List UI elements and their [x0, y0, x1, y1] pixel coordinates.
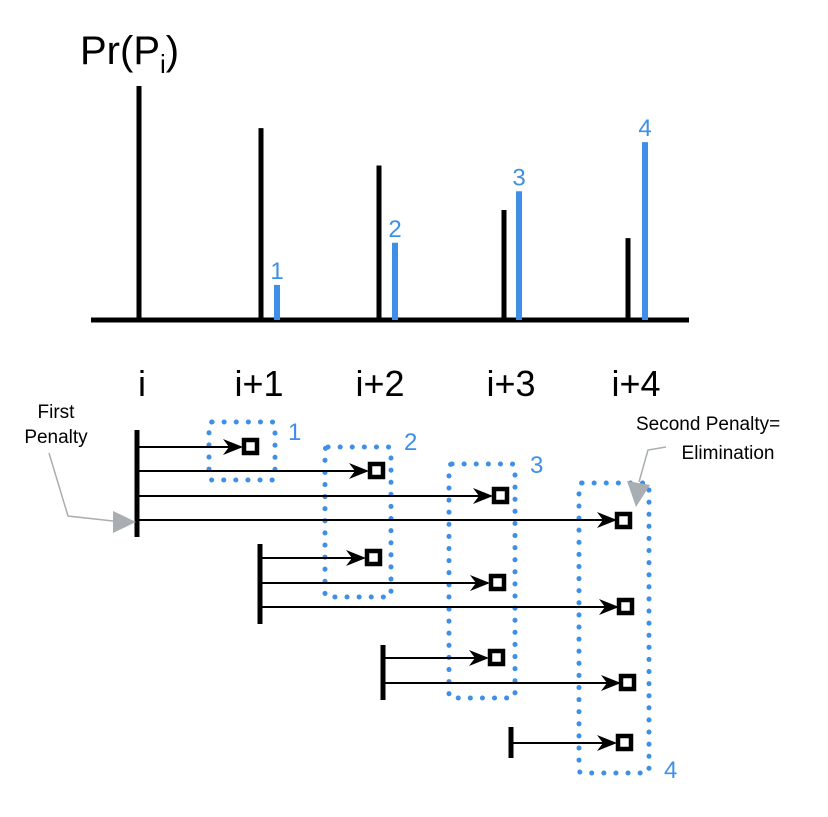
- end-square: [614, 511, 633, 530]
- group-box-4: [576, 480, 652, 776]
- end-squares: [241, 437, 637, 752]
- end-square: [491, 486, 510, 505]
- group-boxes: [206, 419, 652, 776]
- second-penalty-arrowhead: [627, 481, 650, 507]
- bar-label-4: 4: [638, 115, 651, 142]
- end-square: [364, 548, 383, 567]
- group-box-2: [322, 444, 394, 600]
- bar-label-3: 3: [512, 164, 525, 191]
- group-label-3: 3: [530, 452, 543, 479]
- group-label-2: 2: [404, 429, 417, 456]
- first-penalty-arrowhead: [113, 511, 136, 533]
- end-square: [488, 573, 507, 592]
- group-label-1: 1: [288, 419, 301, 446]
- bar-label-1: 1: [270, 258, 283, 285]
- arrows: [139, 439, 621, 751]
- first-penalty-line1: First: [38, 402, 76, 423]
- second-penalty-line1: Second Penalty=: [636, 414, 780, 435]
- y-axis-label-main: Pr(P: [80, 29, 160, 73]
- end-square: [618, 673, 637, 692]
- group-label-4: 4: [664, 757, 677, 784]
- y-axis-label-subscript: i: [160, 49, 166, 79]
- y-axis-label-close: ): [166, 29, 179, 73]
- start-bars: [134, 430, 514, 758]
- x-label-i: i: [138, 363, 146, 404]
- end-square: [367, 461, 386, 480]
- end-square: [487, 648, 506, 667]
- bar-labels-layer: 1 2 3 4: [270, 115, 651, 285]
- bars-layer: [136, 86, 648, 320]
- x-label-i2: i+2: [355, 363, 404, 404]
- end-square: [616, 597, 635, 616]
- end-square: [615, 733, 634, 752]
- x-label-i1: i+1: [234, 363, 283, 404]
- first-penalty-line2: Penalty: [24, 427, 88, 448]
- end-square: [241, 437, 260, 456]
- first-penalty-pointer: [48, 452, 114, 522]
- bar-label-2: 2: [388, 216, 401, 243]
- second-penalty-pointer: [638, 446, 667, 483]
- x-label-i3: i+3: [486, 363, 535, 404]
- y-axis-label: Pr(Pi): [80, 29, 179, 79]
- second-penalty-line2: Elimination: [682, 443, 775, 464]
- group-box-3: [446, 461, 518, 701]
- x-label-i4: i+4: [611, 363, 660, 404]
